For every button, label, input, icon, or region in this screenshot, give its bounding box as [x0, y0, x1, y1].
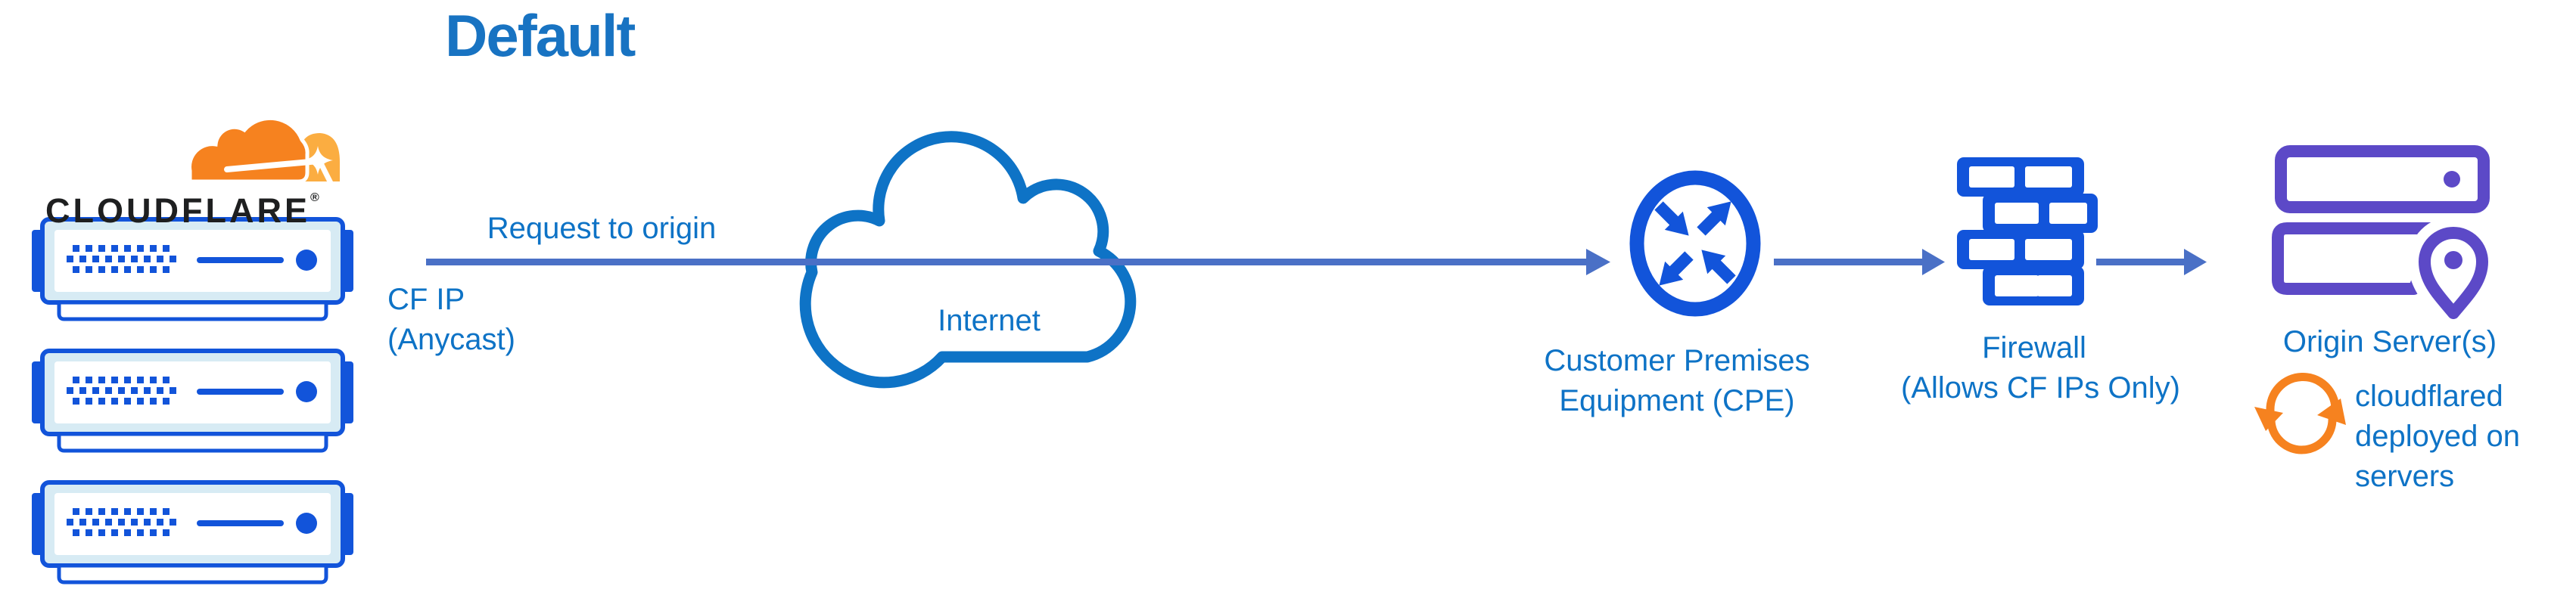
firewall-to-origin-arrow [2096, 249, 2207, 275]
registered-mark: ® [310, 191, 319, 204]
cf-ip-line2: (Anycast) [387, 323, 515, 356]
cpe-label-line2: Equipment (CPE) [1559, 384, 1795, 417]
request-arrow [426, 249, 1610, 275]
location-pin-icon [2408, 216, 2499, 330]
firewall-brick-icon [1957, 157, 2098, 305]
cloudflare-wordmark-text: CLOUDFLARE [45, 191, 310, 230]
cpe-router-icon [1629, 170, 1761, 317]
firewall-label: Firewall (Allows CF IPs Only) [1901, 328, 2180, 408]
request-to-origin-label: Request to origin [487, 212, 717, 245]
edge-server-icon [32, 351, 353, 451]
origin-servers-label: Origin Server(s) [2282, 325, 2497, 358]
cpe-to-firewall-arrow [1774, 249, 1945, 275]
cpe-label: Customer Premises Equipment (CPE) [1544, 341, 1810, 421]
edge-server-icon [32, 482, 353, 582]
cloudflared-note-line2: deployed on [2355, 420, 2520, 453]
sync-arrows-icon [2254, 372, 2346, 454]
cloudflared-note: cloudflared deployed on servers [2355, 377, 2520, 497]
cloudflared-note-line1: cloudflared [2355, 380, 2503, 413]
edge-server-icon [32, 219, 353, 319]
cloudflared-note-line3: servers [2355, 460, 2455, 493]
cf-ip-line1: CF IP [387, 283, 465, 316]
diagram-title: Default [445, 2, 636, 69]
cloudflare-logo-icon [188, 116, 340, 186]
firewall-label-line1: Firewall [1982, 331, 2086, 364]
cloudflare-wordmark: CLOUDFLARE® [45, 180, 319, 229]
firewall-label-line2: (Allows CF IPs Only) [1901, 371, 2180, 405]
internet-label: Internet [938, 304, 1041, 337]
origin-servers-icon [2272, 145, 2499, 330]
cpe-label-line1: Customer Premises [1544, 344, 1810, 377]
cf-ip-label: CF IP (Anycast) [387, 280, 515, 360]
